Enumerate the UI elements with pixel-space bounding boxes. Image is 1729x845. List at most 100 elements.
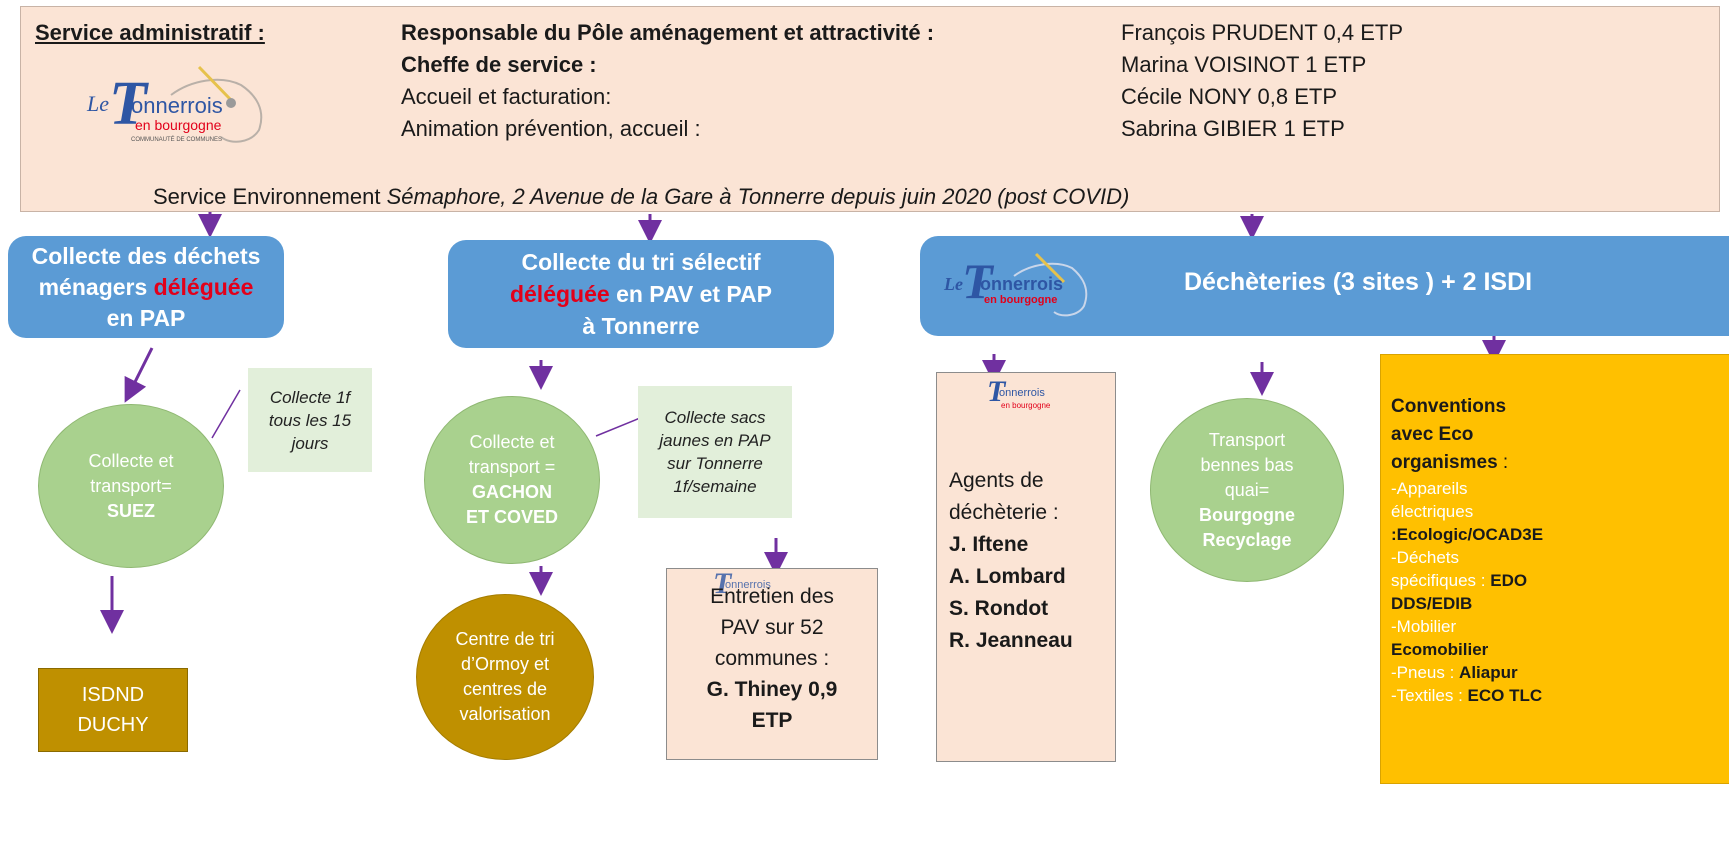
ellipse-line: GACHON (472, 482, 552, 502)
household-waste-collection-box: Collecte des déchets ménagers déléguée e… (8, 236, 284, 338)
eco-organisms-conventions-box: Conventions avec Eco organismes : -Appar… (1380, 354, 1729, 784)
disposal-agents-box: T onnerrois en bourgogne Agents de déchè… (936, 372, 1116, 762)
role-label-4: Animation prévention, accueil : (401, 116, 701, 141)
ellipse-line: ET COVED (465, 507, 558, 527)
logo-name: onnerrois (999, 387, 1045, 399)
convention-item: -Appareils (1391, 479, 1468, 498)
maintenance-text: Entretien des PAV sur 52 communes : G. T… (667, 581, 877, 736)
conventions-title: organismes : (1391, 452, 1509, 473)
box-line: déléguée en PAV et PAP (448, 278, 834, 310)
maintenance-line: communes : (714, 647, 830, 670)
agent-name: R. Jeanneau (949, 629, 1073, 652)
waste-disposal-sites-box: Le T onnerrois en bourgogne Déchèteries … (920, 236, 1729, 336)
address-plain: Service Environnement (153, 184, 387, 209)
agents-label: déchèterie : (949, 501, 1059, 524)
logo-tiny: COMMUNAUTÉ DE COMMUNES (131, 137, 222, 143)
final-line: DUCHY (77, 714, 149, 736)
convention-item: électriques (1391, 502, 1474, 521)
convention-item: -Textiles : ECO TLC (1391, 684, 1543, 707)
final-line: ISDND (81, 684, 145, 706)
ellipse-line: quai= (1224, 479, 1270, 500)
box-text: ménagers (38, 273, 154, 300)
logo-t: T (987, 375, 1006, 408)
role-person-3: Cécile NONY 0,8 ETP (1121, 84, 1338, 109)
ellipse-line: d’Ormoy et (460, 654, 550, 674)
section-label: Service administratif : (35, 20, 265, 45)
convention-org: Ecomobilier (1391, 640, 1489, 659)
note-line: sur Tonnerre (667, 454, 763, 473)
logo-sub: en bourgogne (135, 117, 222, 133)
selective-sorting-collection-box: Collecte du tri sélectif déléguée en PAV… (448, 240, 834, 348)
convention-item: -Pneus : Aliapur (1391, 661, 1543, 684)
note-line: Collecte sacs (664, 408, 766, 427)
logo-name: onnerrois (980, 274, 1064, 294)
logo-name: onnerrois (725, 579, 771, 591)
conventions-text: Conventions avec Eco organismes : -Appar… (1391, 393, 1543, 707)
convention-text: spécifiques : (1391, 571, 1491, 590)
logo-le: Le (944, 274, 963, 294)
ellipse-line: transport = (468, 457, 556, 477)
ellipse-line: valorisation (459, 704, 551, 724)
tonnerrois-logo: Le T onnerrois en bourgogne COMMUNAUTÉ D… (81, 55, 281, 155)
box-line: en PAP (106, 304, 186, 331)
maintenance-line: PAV sur 52 (720, 616, 824, 639)
convention-text: -Pneus : (1391, 663, 1460, 682)
note-line: jours (291, 433, 329, 453)
role-person-1: François PRUDENT 0,4 ETP (1121, 20, 1404, 45)
ellipse-line: centres de (462, 679, 548, 699)
ellipse-line: Collecte et (88, 450, 174, 471)
ellipse-line: Transport (1208, 429, 1286, 450)
delegated-highlight: déléguée (509, 281, 610, 307)
logo-t: T (109, 70, 147, 138)
sorting-center-ormoy: Centre de tri d’Ormoy et centres de valo… (416, 594, 594, 760)
delegated-highlight: déléguée (153, 273, 254, 300)
logo-sub: en bourgogne (1001, 401, 1051, 410)
convention-org: Aliapur (1459, 663, 1518, 682)
box-line: à Tonnerre (582, 313, 700, 339)
ellipse-line: transport= (90, 475, 172, 496)
logo-sub: en bourgogne (984, 294, 1058, 306)
convention-item: :Ecologic/OCAD3E (1391, 525, 1544, 544)
role-label-2: Cheffe de service : (401, 52, 597, 77)
agents-label: Agents de (949, 469, 1044, 492)
transport-bourgogne-recyclage: Transport bennes bas quai= Bourgogne Rec… (1150, 398, 1344, 582)
note-line: tous les 15 (268, 410, 352, 430)
convention-org: ECO TLC (1467, 686, 1543, 705)
ellipse-line: bennes bas (1200, 454, 1294, 475)
box-line: Collecte des déchets (31, 242, 261, 269)
tonnerrois-logo-small: T onnerrois en bourgogne (979, 375, 1079, 419)
agent-name: J. Iftene (949, 533, 1029, 556)
conventions-title: avec Eco (1391, 424, 1474, 445)
box-line: ménagers déléguée (8, 272, 284, 303)
collection-frequency-note: Collecte 1f tous les 15 jours (248, 368, 372, 472)
logo-t: T (713, 567, 732, 600)
note-line: Collecte 1f (269, 387, 351, 407)
note-line: 1f/semaine (673, 477, 757, 496)
ellipse-line: Collecte et (469, 432, 555, 452)
conventions-title-part: organismes (1391, 452, 1498, 473)
collection-transport-gachon-coved: Collecte et transport = GACHON ET COVED (424, 396, 600, 564)
role-label-1: Responsable du Pôle aménagement et attra… (401, 20, 935, 45)
pav-maintenance-box: T onnerrois Entretien des PAV sur 52 com… (666, 567, 878, 760)
agent-name: S. Rondot (949, 597, 1049, 620)
note-line: jaunes en PAP (659, 431, 771, 450)
logo-name: onnerrois (131, 93, 223, 118)
convention-org: EDO (1490, 571, 1528, 590)
role-label-3: Accueil et facturation: (401, 84, 612, 109)
ellipse-line: Recyclage (1202, 529, 1292, 550)
maintenance-line: Entretien des (710, 585, 834, 608)
box-text: en PAV et PAP (609, 281, 773, 307)
logo-t: T (962, 253, 993, 309)
agents-text: Agents de déchèterie : J. Iftene A. Lomb… (949, 465, 1073, 657)
convention-item: -Déchets (1391, 548, 1460, 567)
logo-le: Le (87, 91, 109, 116)
agent-name: A. Lombard (949, 565, 1066, 588)
maintenance-line: ETP (751, 709, 793, 732)
maintenance-line: G. Thiney 0,9 (706, 678, 838, 701)
admin-service-panel: Service administratif : Le T onnerrois e… (20, 6, 1720, 212)
ellipse-line: SUEZ (106, 500, 155, 521)
tonnerrois-logo-blue: Le T onnerrois en bourgogne (938, 246, 1108, 326)
ellipse-line: Centre de tri (455, 629, 555, 649)
convention-item: spécifiques : EDO (1391, 569, 1543, 592)
convention-item: -Mobilier (1391, 617, 1457, 636)
